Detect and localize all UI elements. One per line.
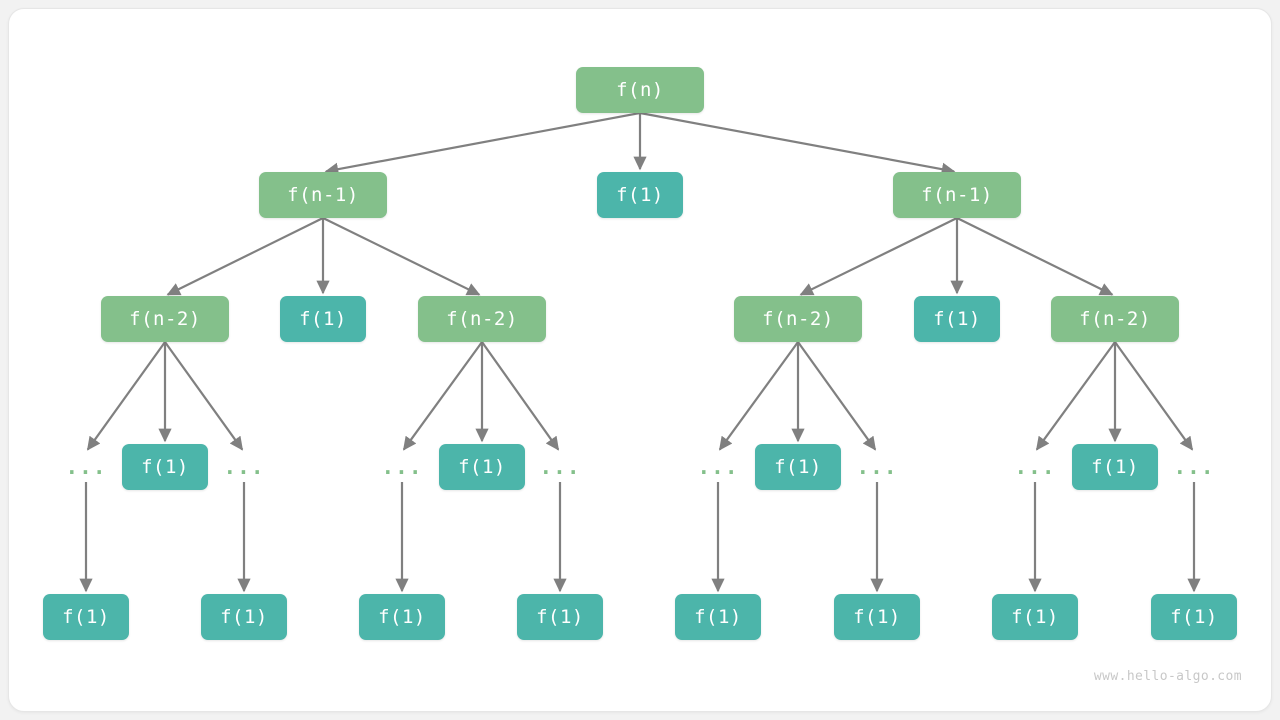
tree-node: f(1): [122, 444, 208, 490]
tree-node: f(1): [43, 594, 129, 640]
ellipsis-node: ...: [1014, 455, 1056, 479]
tree-node: f(n-2): [418, 296, 546, 342]
tree-node: f(n-2): [1051, 296, 1179, 342]
tree-node: f(n): [576, 67, 704, 113]
ellipsis-node: ...: [856, 455, 898, 479]
tree-node: f(1): [914, 296, 1000, 342]
ellipsis-node: ...: [539, 455, 581, 479]
ellipsis-node: ...: [697, 455, 739, 479]
tree-node: f(1): [834, 594, 920, 640]
tree-node: f(n-1): [893, 172, 1021, 218]
tree-node: f(1): [755, 444, 841, 490]
watermark: www.hello-algo.com: [1093, 669, 1242, 684]
ellipsis-node: ...: [223, 455, 265, 479]
tree-node: f(1): [1151, 594, 1237, 640]
tree-node: f(1): [517, 594, 603, 640]
tree-node: f(1): [1072, 444, 1158, 490]
tree-node: f(1): [201, 594, 287, 640]
tree-node: f(n-1): [259, 172, 387, 218]
tree-node: f(1): [359, 594, 445, 640]
tree-node: f(n-2): [101, 296, 229, 342]
ellipsis-node: ...: [1173, 455, 1215, 479]
tree-node: f(1): [597, 172, 683, 218]
ellipsis-node: ...: [65, 455, 107, 479]
tree-node: f(1): [280, 296, 366, 342]
ellipsis-node: ...: [381, 455, 423, 479]
tree-node: f(n-2): [734, 296, 862, 342]
tree-node: f(1): [992, 594, 1078, 640]
diagram-card: [8, 8, 1272, 712]
tree-node: f(1): [675, 594, 761, 640]
tree-node: f(1): [439, 444, 525, 490]
